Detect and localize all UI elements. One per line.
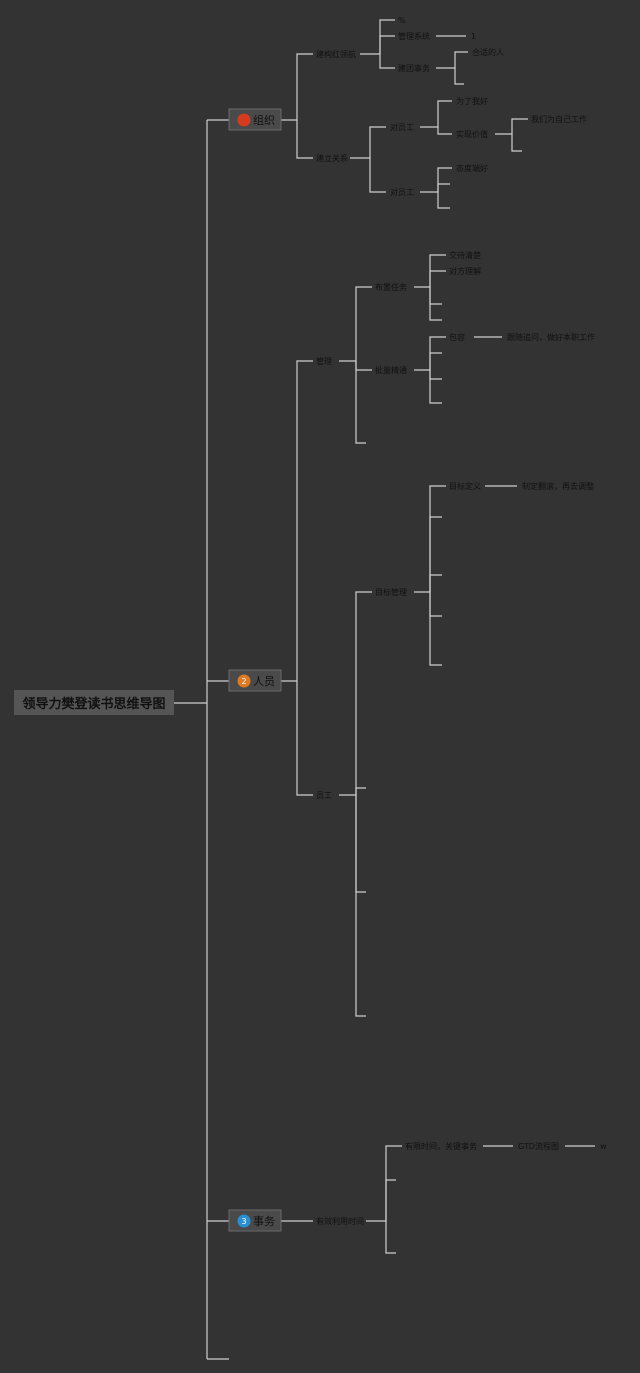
branch-affairs-nodes: 有效利用时间 有限时间，关键事务 GTD流程图 w	[316, 1141, 607, 1226]
branch-personnel-nodes: 管理 布置任务 交待清楚 对方理解 批量精通 包容 跟随追问，做好本职工作 目标…	[316, 250, 595, 800]
badge-red-icon	[237, 113, 251, 127]
node-label[interactable]: 对方理解	[449, 266, 481, 276]
node-label[interactable]: 1	[471, 32, 476, 41]
branch-organization-nodes: 建构红领航 % 管理系统 1 建团事务 合适的人 建立关系 对员工 为了我好 实…	[316, 16, 587, 197]
node-label[interactable]: 批量精通	[375, 365, 407, 375]
node-label[interactable]: 对员工	[390, 122, 414, 132]
node-label[interactable]: 跟随追问，做好本职工作	[507, 332, 595, 342]
connector-lines	[174, 19, 595, 1360]
root-node-box	[14, 690, 174, 715]
branch-affairs[interactable]: 3 事务	[228, 1209, 282, 1232]
node-label[interactable]: %	[398, 16, 406, 25]
node-label[interactable]: 我们为自己工作	[531, 114, 587, 124]
node-label[interactable]: 有限时间，关键事务	[405, 1141, 477, 1151]
badge-blue-icon	[237, 1214, 251, 1228]
branch-label: 事务	[253, 1215, 275, 1228]
node-label[interactable]: 目标管理	[375, 587, 407, 597]
node-label[interactable]: 合适的人	[472, 47, 504, 57]
node-label[interactable]: 制定翻滚，再去调整	[522, 481, 594, 491]
node-label[interactable]: 目标定义	[449, 481, 481, 491]
node-label[interactable]: 态度端好	[456, 163, 488, 173]
node-label[interactable]: 为了我好	[456, 96, 488, 106]
branch-label: 组织	[253, 113, 275, 127]
badge-number: 2	[241, 677, 246, 686]
node-label[interactable]: 员工	[316, 791, 332, 800]
node-label[interactable]: 布置任务	[375, 282, 407, 292]
node-label[interactable]: 包容	[449, 332, 465, 342]
node-label[interactable]: 实现价值	[456, 129, 488, 139]
node-label[interactable]: 管理系统	[398, 31, 430, 41]
node-label[interactable]: GTD流程图	[518, 1141, 559, 1151]
node-label[interactable]: 交待清楚	[449, 250, 481, 260]
root-node[interactable]: 领导力樊登读书思维导图	[14, 690, 174, 715]
node-label[interactable]: 建构红领航	[316, 49, 356, 59]
node-label[interactable]: 建团事务	[398, 63, 430, 73]
node-label[interactable]: 对员工	[390, 187, 414, 197]
node-label[interactable]: 管理	[316, 356, 332, 366]
badge-number: 3	[241, 1217, 246, 1226]
branch-organization[interactable]: 组织	[228, 108, 282, 131]
node-label[interactable]: w	[600, 1142, 607, 1151]
branch-label: 人员	[253, 675, 275, 688]
node-label[interactable]: 有效利用时间	[316, 1216, 364, 1226]
badge-orange-icon	[237, 674, 251, 688]
branch-personnel[interactable]: 2 人员	[228, 669, 282, 692]
node-label[interactable]: 建立关系	[316, 153, 348, 163]
root-node-label: 领导力樊登读书思维导图	[22, 696, 165, 712]
